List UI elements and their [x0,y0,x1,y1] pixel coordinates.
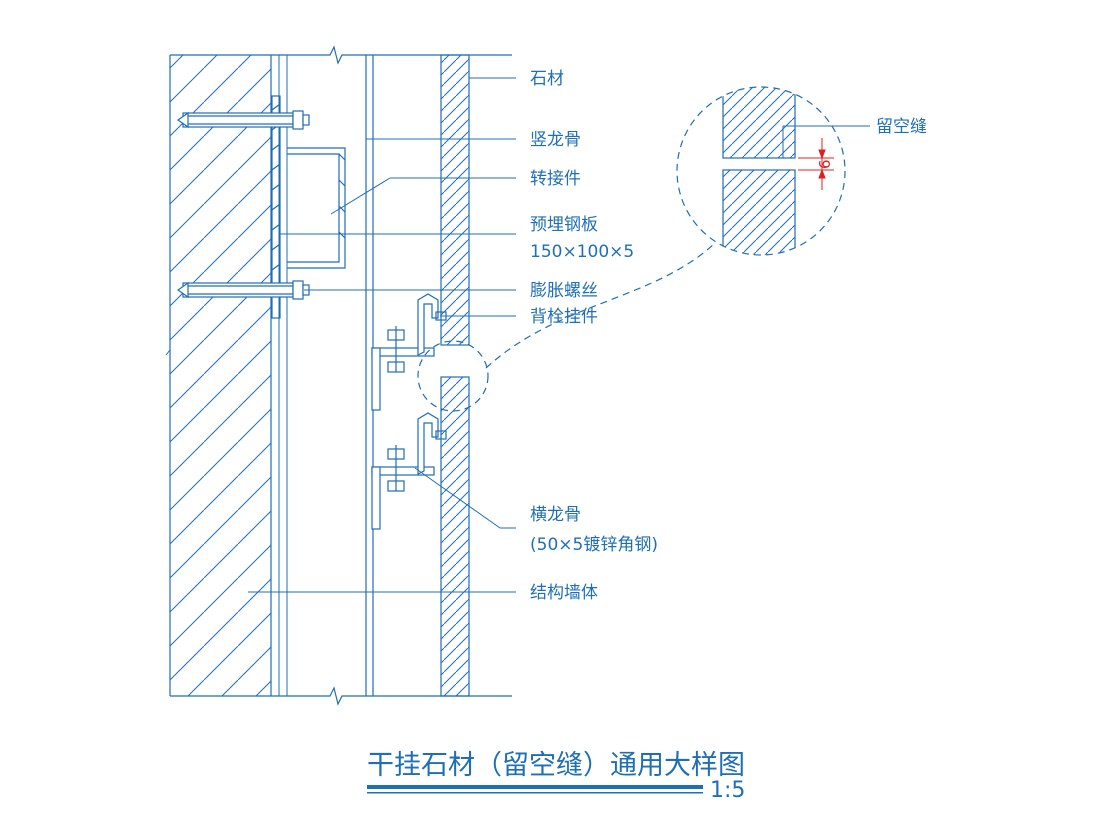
dimension-joint-width: 6 [816,159,834,169]
label-adapter: 转接件 [530,169,581,189]
break-lines [170,45,512,706]
horizontal-keel-lower [371,412,447,530]
leader-lines [248,77,516,593]
label-horizontal-keel: 横龙骨 [530,505,581,525]
label-open-joint: 留空缝 [876,117,927,137]
stone-panels [440,54,470,697]
drawing-scale: 1:5 [710,778,745,803]
label-embedded-plate-size: 150×100×5 [530,242,634,262]
structural-wall [165,55,288,696]
drawing-title: 干挂石材（留空缝）通用大样图 [367,750,745,781]
label-stone: 石材 [530,69,564,89]
label-structural-wall: 结构墙体 [530,583,598,603]
horizontal-keel-upper [371,293,447,411]
joint-callout [417,237,721,412]
title-underline [367,785,703,794]
label-horizontal-keel-spec: (50×5镀锌角钢) [530,535,658,555]
expansion-bolt-bottom [176,280,310,300]
expansion-bolt-top [176,110,310,130]
label-expansion-bolt: 膨胀螺丝 [530,281,598,301]
label-embedded-plate: 预埋钢板 [530,215,598,235]
embedded-plate [271,95,281,319]
magnified-joint-detail [676,86,870,256]
label-back-bolt-hanger: 背栓挂件 [530,307,598,327]
adapter-bracket [287,147,346,269]
label-vertical-keel: 竖龙骨 [530,130,581,150]
